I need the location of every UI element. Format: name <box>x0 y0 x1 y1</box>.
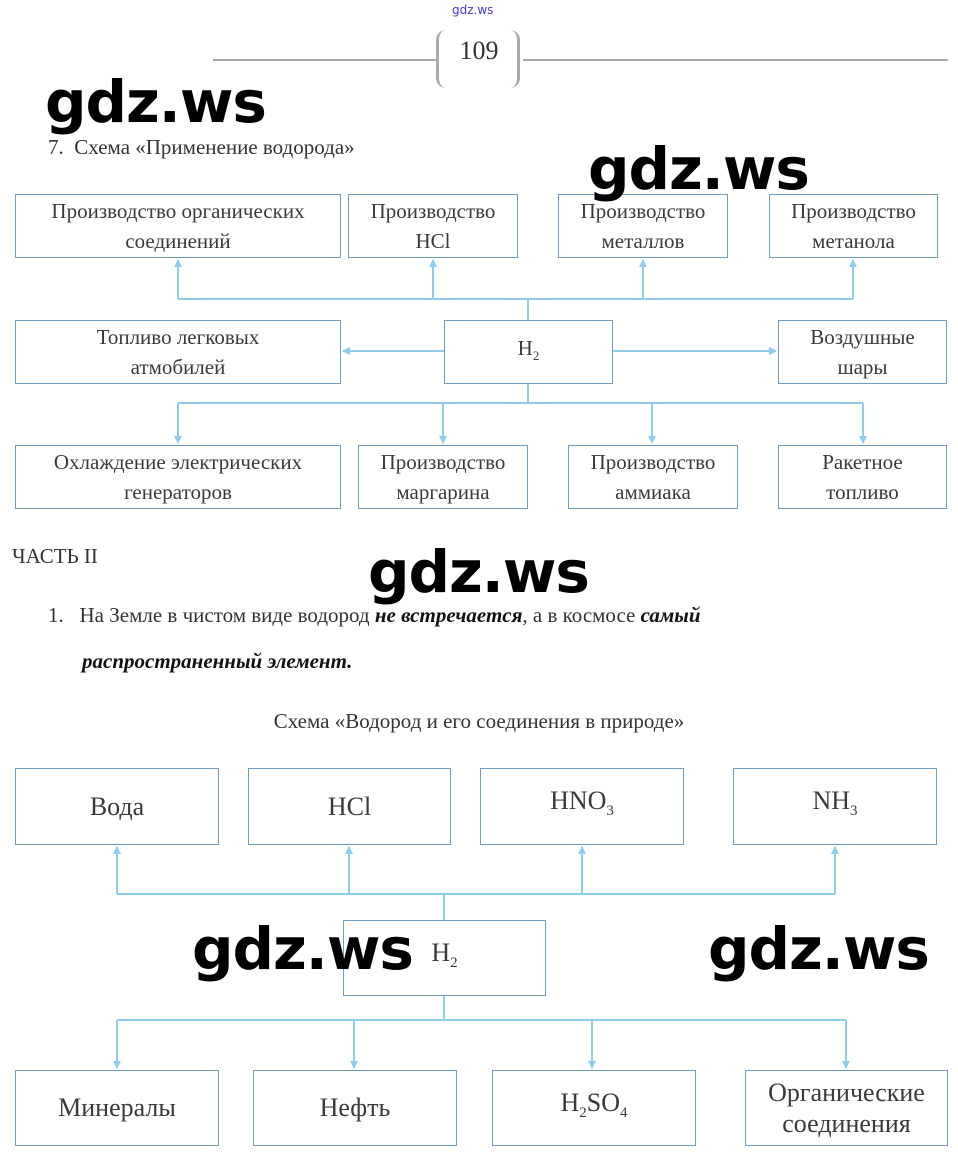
text: топливо <box>826 480 899 504</box>
text: SO <box>586 1087 621 1117</box>
text: Воздушные <box>810 325 915 349</box>
text: метанола <box>812 229 895 253</box>
text: Органические <box>768 1078 925 1107</box>
page-number: 109 <box>459 36 499 65</box>
scheme1-box-fuel: Топливо легковых атмобилей <box>15 320 341 384</box>
scheme2-box-hno3: HNO3 <box>480 768 684 845</box>
site-link[interactable]: gdz.ws <box>452 3 494 17</box>
scheme2-box-water: Вода <box>15 768 219 845</box>
section-heading: 7. Схема «Применение водорода» <box>48 135 355 160</box>
scheme1-box-methanol: Производство метанола <box>769 194 938 258</box>
text: Ракетное <box>822 450 903 474</box>
scheme1-box-metals: Производство металлов <box>558 194 728 258</box>
scheme2-box-h2so4: H2SO4 <box>492 1070 696 1146</box>
page-number-bracket <box>436 30 520 88</box>
answer-line-2: распространенный элемент. <box>82 649 353 673</box>
text: 2 <box>450 955 458 972</box>
scheme2-box-nh3: NH3 <box>733 768 937 845</box>
text: Топливо легковых <box>96 325 260 349</box>
section-number: 7. <box>48 135 64 159</box>
answer-line-1: 1. На Земле в чистом виде водород не вст… <box>48 603 701 628</box>
scheme2-box-minerals: Минералы <box>15 1070 219 1146</box>
text: HCl <box>415 229 451 253</box>
text: Производство органических <box>51 199 305 223</box>
text: H <box>560 1087 580 1117</box>
text: атмобилей <box>130 355 226 379</box>
text: генераторов <box>124 480 232 504</box>
scheme2-box-hcl: HCl <box>248 768 451 845</box>
text: , а в космосе <box>522 603 641 627</box>
watermark: gdz.ws <box>588 135 810 203</box>
emphasis: не встречается <box>374 603 523 627</box>
text: Нефть <box>319 1093 391 1122</box>
scheme2-box-oil: Нефть <box>253 1070 457 1146</box>
text: NH <box>812 786 851 816</box>
watermark: gdz.ws <box>192 915 414 983</box>
scheme1-box-h2: H2 <box>444 320 613 384</box>
text: 2 <box>579 1105 587 1122</box>
text: На Земле в чистом виде водород <box>79 603 375 627</box>
scheme1-box-ammonia: Производство аммиака <box>568 445 738 509</box>
text: аммиака <box>615 480 691 504</box>
text: Производство <box>580 199 706 223</box>
emphasis: самый <box>640 603 701 627</box>
text: Производство <box>590 450 716 474</box>
part-heading: ЧАСТЬ II <box>12 544 98 568</box>
scheme1-box-rocket-fuel: Ракетное топливо <box>778 445 947 509</box>
scheme1-box-margarine: Производство маргарина <box>358 445 528 509</box>
text: маргарина <box>396 480 490 504</box>
watermark: gdz.ws <box>45 68 267 136</box>
header-rule-left <box>213 59 436 61</box>
text: HCl <box>327 791 372 821</box>
text: Вода <box>89 791 145 821</box>
text: 3 <box>850 803 858 820</box>
text: Производство <box>370 199 496 223</box>
scheme1-box-balloons: Воздушные шары <box>778 320 947 384</box>
text: шары <box>837 355 888 379</box>
header-rule-right <box>523 59 948 61</box>
scheme2-title: Схема «Водород и его соединения в природ… <box>273 709 685 733</box>
text: соединения <box>782 1109 911 1138</box>
text: HNO <box>550 786 607 816</box>
text: H <box>517 335 533 360</box>
text: 2 <box>532 348 540 364</box>
text: металлов <box>601 229 685 253</box>
text: H <box>431 937 451 967</box>
scheme1-box-cooling: Охлаждение электрических генераторов <box>15 445 341 509</box>
section-title: Схема «Применение водорода» <box>74 135 355 159</box>
scheme1-box-organic: Производство органических соединений <box>15 194 341 258</box>
scheme2-box-h2: H2 <box>343 920 546 996</box>
watermark: gdz.ws <box>368 538 590 606</box>
text: Производство <box>380 450 506 474</box>
text: 1. <box>48 603 64 627</box>
text: Минералы <box>58 1093 176 1122</box>
text: Производство <box>791 199 916 223</box>
text: 3 <box>606 803 614 820</box>
text: соединений <box>125 229 231 253</box>
text: 4 <box>620 1105 628 1122</box>
text: Охлаждение электрических <box>53 450 303 474</box>
watermark: gdz.ws <box>708 915 930 983</box>
